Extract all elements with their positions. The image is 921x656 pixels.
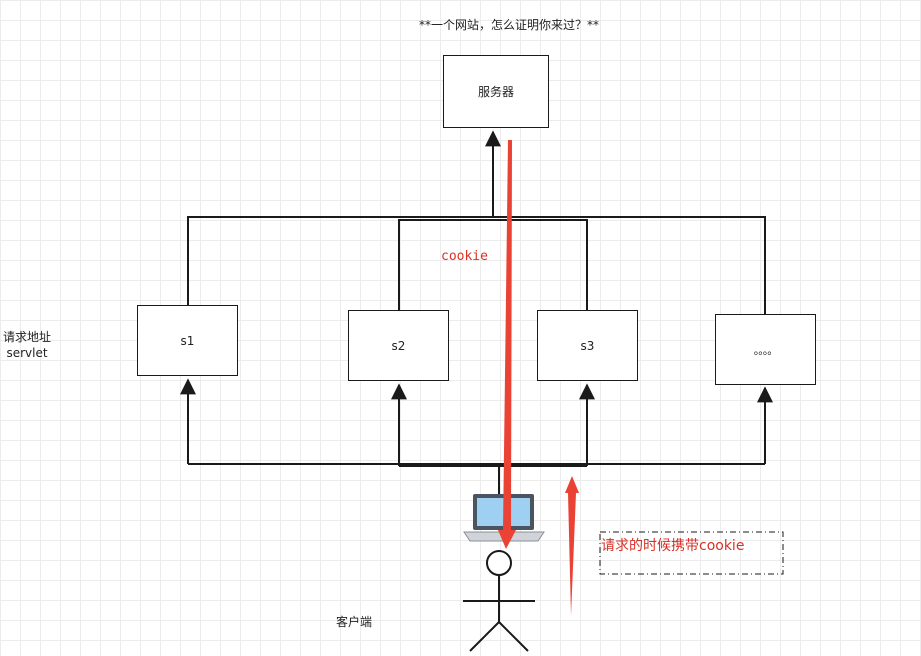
side-label-line2: servlet <box>6 346 48 360</box>
servlet-box-s1: s1 <box>137 305 238 376</box>
server-box: 服务器 <box>443 55 549 128</box>
lower-connectors <box>180 378 773 495</box>
note-frame <box>599 531 784 575</box>
servlet-box-s2: s2 <box>348 310 449 381</box>
upper-connectors <box>187 130 766 314</box>
servlet-box-more: 。。。。 <box>715 314 816 385</box>
server-label: 服务器 <box>477 85 514 99</box>
side-label-line1: 请求地址 <box>3 330 52 344</box>
servlet-box-s3: s3 <box>537 310 638 381</box>
servlet-label: s2 <box>391 338 406 353</box>
servlet-label: 。。。。 <box>753 343 778 357</box>
red-arrow-up <box>565 476 579 616</box>
servlet-label: s1 <box>180 333 195 348</box>
cookie-label: cookie <box>441 249 488 264</box>
red-arrow-down <box>498 140 516 549</box>
user-figure-icon <box>463 550 535 652</box>
diagram-title: **一个网站，怎么证明你来过？** <box>419 18 600 32</box>
note-text: 请求的时候携带cookie <box>601 538 745 554</box>
side-label: 请求地址 servlet <box>3 329 51 361</box>
client-label: 客户端 <box>336 615 373 629</box>
servlet-label: s3 <box>580 338 595 353</box>
